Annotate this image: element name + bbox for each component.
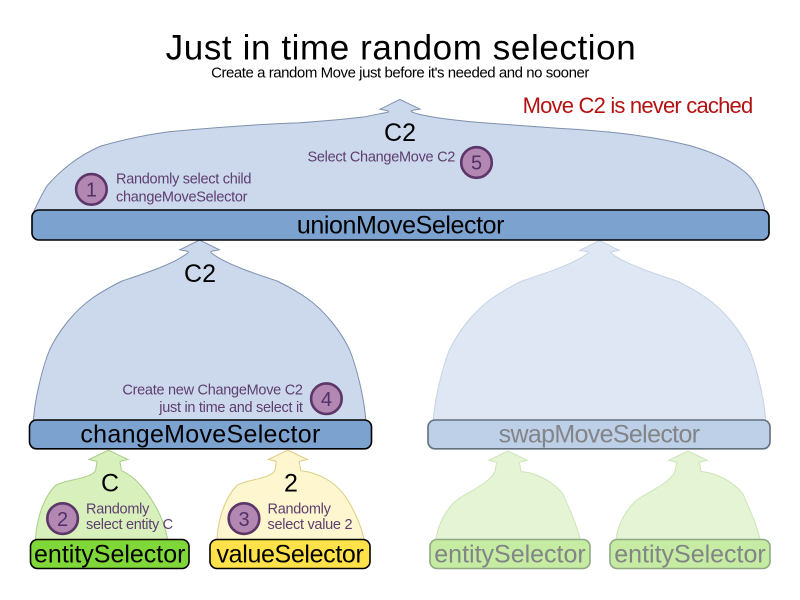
svg-text:just in time and select it: just in time and select it [158, 400, 303, 416]
svg-text:select value 2: select value 2 [268, 517, 353, 533]
svg-text:3: 3 [238, 509, 249, 531]
svg-text:Randomly select child: Randomly select child [116, 172, 251, 188]
svg-text:C2: C2 [184, 260, 216, 288]
svg-text:C: C [101, 470, 119, 498]
svg-text:entitySelector: entitySelector [34, 540, 185, 568]
svg-text:Create new ChangeMove C2: Create new ChangeMove C2 [122, 383, 302, 399]
svg-text:select entity C: select entity C [86, 517, 173, 533]
svg-text:2: 2 [57, 509, 68, 531]
svg-text:1: 1 [86, 180, 97, 202]
svg-text:2: 2 [284, 470, 298, 498]
svg-text:Move C2 is never cached: Move C2 is never cached [523, 93, 753, 118]
svg-text:C2: C2 [384, 119, 416, 147]
svg-text:changeMoveSelector: changeMoveSelector [116, 190, 248, 206]
svg-text:entitySelector: entitySelector [614, 540, 765, 568]
svg-text:unionMoveSelector: unionMoveSelector [297, 211, 504, 239]
svg-text:4: 4 [321, 389, 332, 411]
svg-text:Randomly: Randomly [86, 501, 150, 517]
svg-text:changeMoveSelector: changeMoveSelector [80, 421, 320, 449]
svg-text:Just in time random selection: Just in time random selection [166, 29, 637, 68]
svg-text:swapMoveSelector: swapMoveSelector [499, 421, 700, 449]
svg-text:valueSelector: valueSelector [217, 540, 364, 568]
svg-text:Create a random Move just befo: Create a random Move just before it's ne… [211, 65, 589, 82]
svg-text:5: 5 [471, 153, 482, 175]
svg-text:Select ChangeMove C2: Select ChangeMove C2 [308, 150, 456, 166]
svg-text:Randomly: Randomly [268, 501, 332, 517]
svg-text:entitySelector: entitySelector [434, 540, 585, 568]
